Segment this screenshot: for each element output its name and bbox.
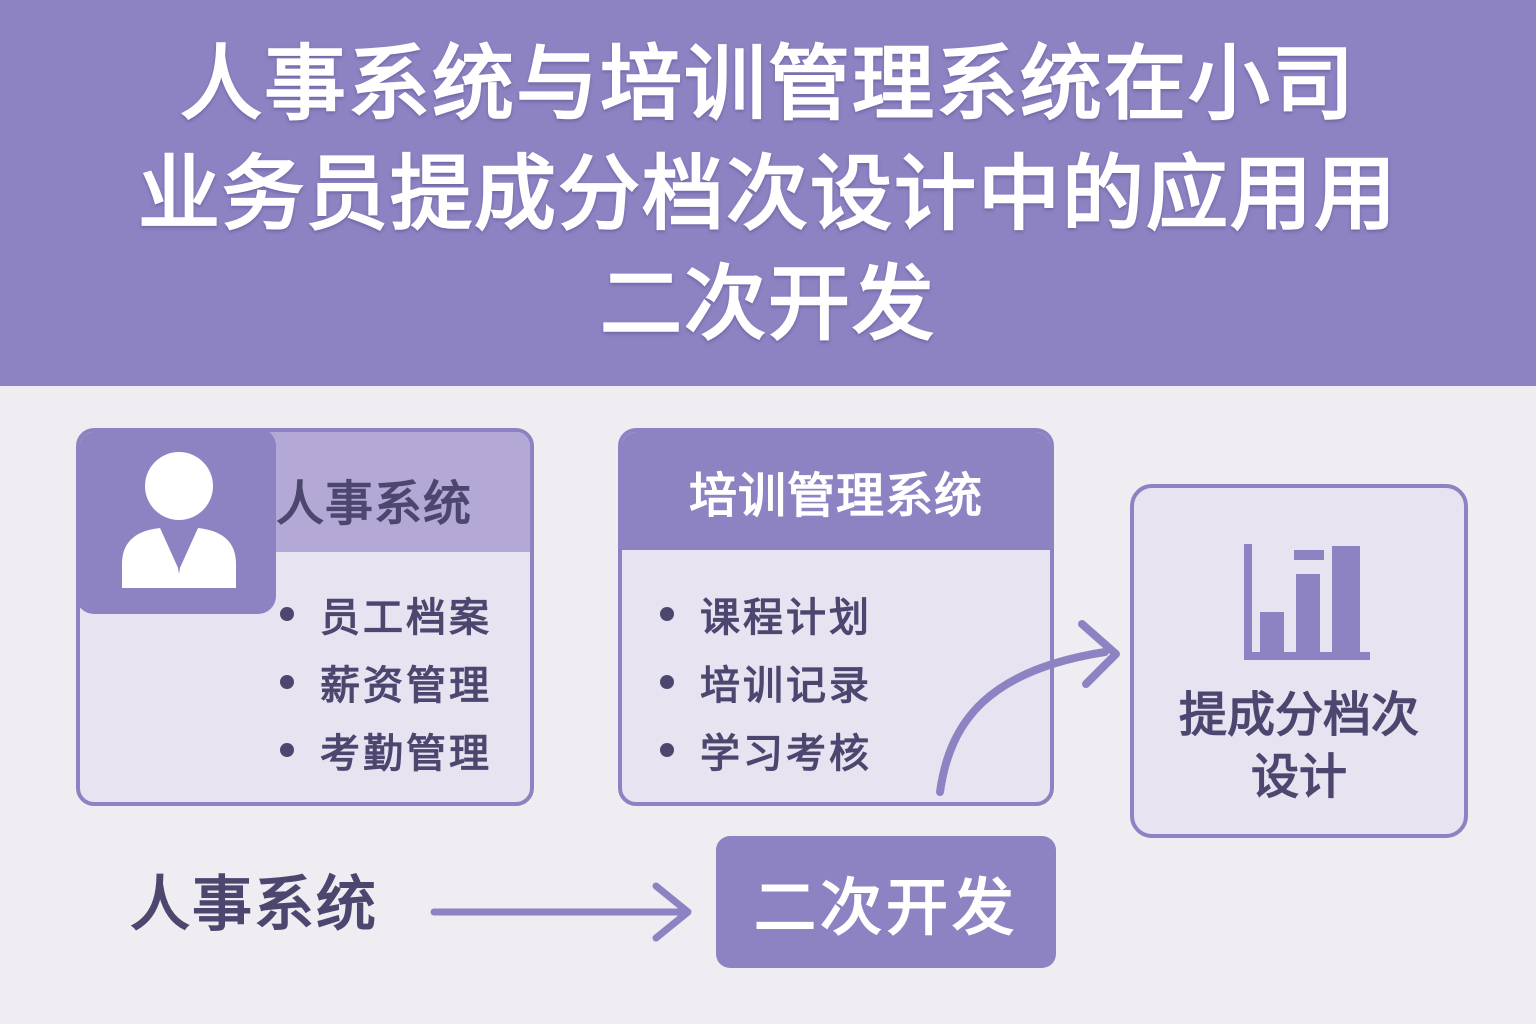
commission-tier-label: 提成分档次 设计: [1134, 684, 1464, 808]
training-card-header: 培训管理系统: [622, 432, 1050, 550]
list-item-label: 考勤管理: [320, 731, 492, 777]
bar-chart-icon: [1244, 544, 1370, 660]
list-item: 课程计划: [660, 580, 872, 648]
hr-card-title: 人事系统: [276, 476, 473, 532]
person-icon: [122, 452, 236, 588]
bullet-dot: [280, 607, 294, 621]
training-card-title: 培训管理系统: [688, 468, 983, 524]
secondary-development-box: 二次开发: [716, 836, 1056, 968]
commission-tier-line-2: 设计: [1250, 749, 1347, 805]
hr-system-card: 人事系统 员工档案 薪资管理 考勤管理: [76, 428, 534, 806]
list-item-label: 员工档案: [320, 595, 492, 641]
title-line-2: 业务员提成分档次设计中的应用用: [137, 147, 1398, 242]
list-item: 薪资管理: [280, 648, 492, 716]
title-banner: 人事系统与培训管理系统在小司 业务员提成分档次设计中的应用用 二次开发: [0, 0, 1536, 386]
bullet-dot: [660, 743, 674, 757]
title-line-1: 人事系统与培训管理系统在小司: [179, 37, 1356, 132]
list-item-label: 课程计划: [700, 595, 872, 641]
list-item: 学习考核: [660, 716, 872, 784]
bottom-hr-label: 人事系统: [130, 870, 378, 940]
secondary-development-label: 二次开发: [753, 871, 1018, 944]
training-system-card: 培训管理系统 课程计划 培训记录 学习考核: [618, 428, 1054, 806]
title-line-3: 二次开发: [599, 257, 936, 352]
list-item: 考勤管理: [280, 716, 492, 784]
commission-tier-line-1: 提成分档次: [1178, 687, 1419, 743]
list-item: 员工档案: [280, 580, 492, 648]
bullet-dot: [280, 743, 294, 757]
avatar: [80, 432, 276, 614]
commission-tier-card: 提成分档次 设计: [1130, 484, 1468, 838]
bullet-dot: [660, 675, 674, 689]
hr-feature-list: 员工档案 薪资管理 考勤管理: [280, 580, 492, 784]
bullet-dot: [660, 607, 674, 621]
straight-arrow: [430, 882, 692, 942]
training-feature-list: 课程计划 培训记录 学习考核: [660, 580, 872, 784]
list-item-label: 培训记录: [700, 663, 872, 709]
list-item-label: 学习考核: [700, 731, 872, 777]
list-item: 培训记录: [660, 648, 872, 716]
list-item-label: 薪资管理: [320, 663, 492, 709]
bullet-dot: [280, 675, 294, 689]
